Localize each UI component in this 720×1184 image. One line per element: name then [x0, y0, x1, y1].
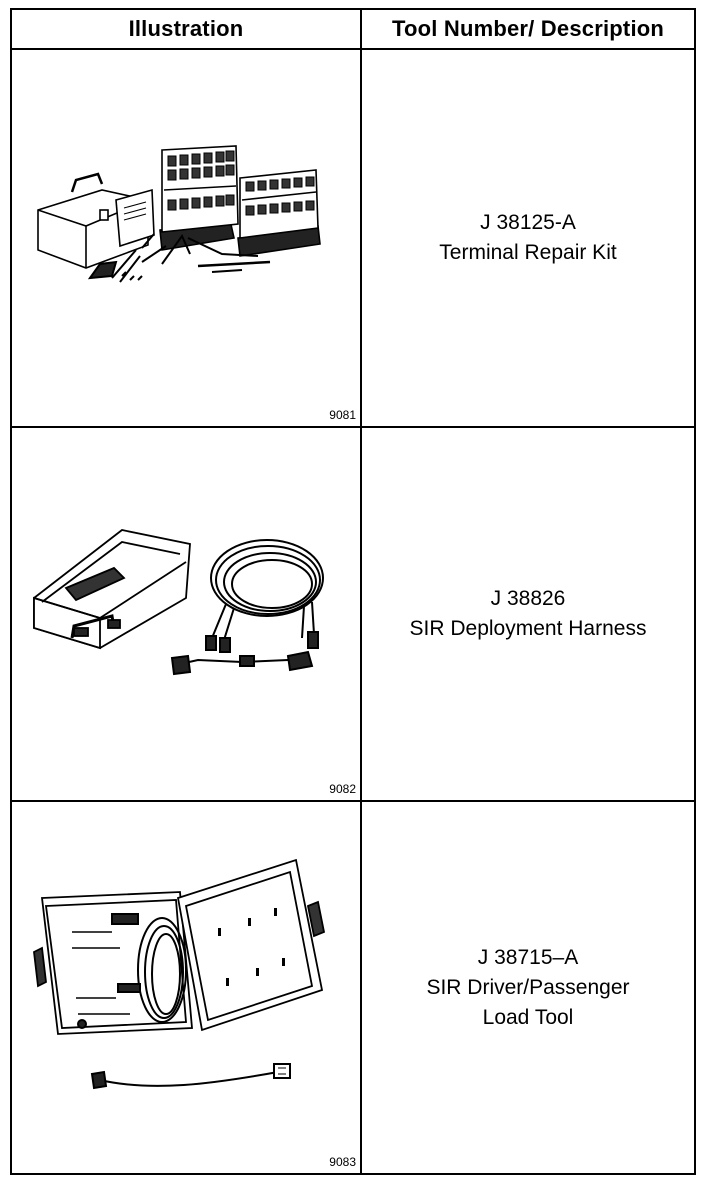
- figure-number: 9083: [329, 1155, 356, 1169]
- tool-description: Terminal Repair Kit: [439, 241, 617, 264]
- description-header: Tool Number/ Description: [391, 16, 665, 41]
- figure-number: 9081: [329, 408, 356, 422]
- terminal-repair-kit-illustration: [37, 145, 321, 283]
- tool-number: J 38715–A: [477, 945, 579, 969]
- description-cell: J 38125-A Terminal Repair Kit: [362, 50, 694, 426]
- tool-description-line-2: Load Tool: [482, 1005, 574, 1029]
- illustration-cell: 9081: [12, 50, 360, 426]
- description-cell: J 38715–A SIR Driver/Passenger Load Tool: [362, 802, 694, 1173]
- tool-description: SIR Deployment Harness: [409, 617, 647, 640]
- illustration-header: Illustration: [128, 16, 244, 41]
- tool-row: 9081 J 38125-A Terminal Repair Kit: [12, 50, 694, 428]
- illustration-cell: 9083: [12, 802, 360, 1173]
- description-cell: J 38826 SIR Deployment Harness: [362, 428, 694, 800]
- figure-number: 9082: [329, 782, 356, 796]
- column-divider: [360, 10, 362, 1173]
- illustration-cell: 9082: [12, 428, 360, 800]
- tool-table: Illustration Tool Number/ Description: [10, 8, 696, 1175]
- tool-number: J 38125-A: [480, 211, 576, 234]
- deployment-harness-illustration: [33, 529, 324, 676]
- load-tool-illustration: [33, 858, 326, 1090]
- tool-row: 9082 J 38826 SIR Deployment Harness: [12, 428, 694, 802]
- tool-number: J 38826: [490, 587, 566, 610]
- header-row: Illustration Tool Number/ Description: [12, 10, 694, 50]
- tool-description-line-1: SIR Driver/Passenger: [426, 975, 630, 999]
- tool-row: 9083 J 38715–A SIR Driver/Passenger Load…: [12, 802, 694, 1173]
